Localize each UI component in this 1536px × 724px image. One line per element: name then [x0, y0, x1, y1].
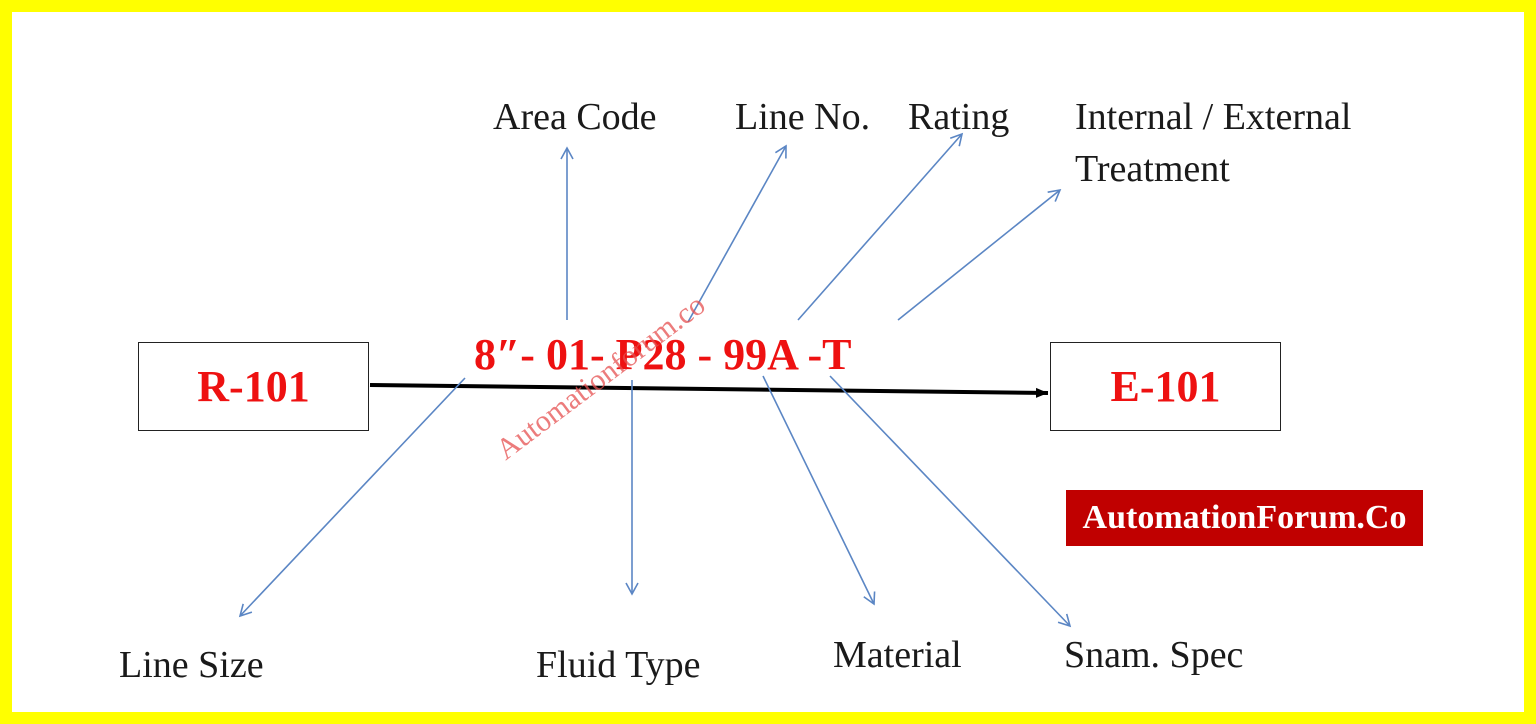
- material-label: Material: [833, 634, 962, 676]
- area-code-label: Area Code: [493, 96, 657, 138]
- destination-equipment-box: E-101: [1050, 342, 1281, 431]
- line-size-arrow: [238, 377, 466, 618]
- rating-arrow: [797, 132, 964, 321]
- snam-spec-arrow: [829, 375, 1072, 628]
- source-equipment-label: R-101: [197, 362, 310, 411]
- treatment-arrow: [897, 188, 1062, 321]
- internal-external-label: Internal / External: [1075, 96, 1352, 138]
- line-size-label: Line Size: [119, 644, 264, 686]
- snam-spec-label: Snam. Spec: [1064, 634, 1244, 676]
- source-equipment-box: R-101: [138, 342, 369, 431]
- rating-label: Rating: [908, 96, 1010, 138]
- brand-badge: AutomationForum.Co: [1066, 490, 1423, 546]
- destination-equipment-label: E-101: [1110, 362, 1221, 411]
- line-no-label: Line No.: [735, 96, 871, 138]
- line-no-arrow: [687, 144, 787, 323]
- material-arrow: [762, 375, 876, 606]
- fluid-type-label: Fluid Type: [536, 644, 701, 686]
- line-code: 8″- 01- P28 - 99A -T: [474, 330, 852, 379]
- treatment-label: Treatment: [1075, 148, 1230, 190]
- process-flow-line: [369, 383, 1049, 398]
- brand-text: AutomationForum.Co: [1082, 499, 1407, 536]
